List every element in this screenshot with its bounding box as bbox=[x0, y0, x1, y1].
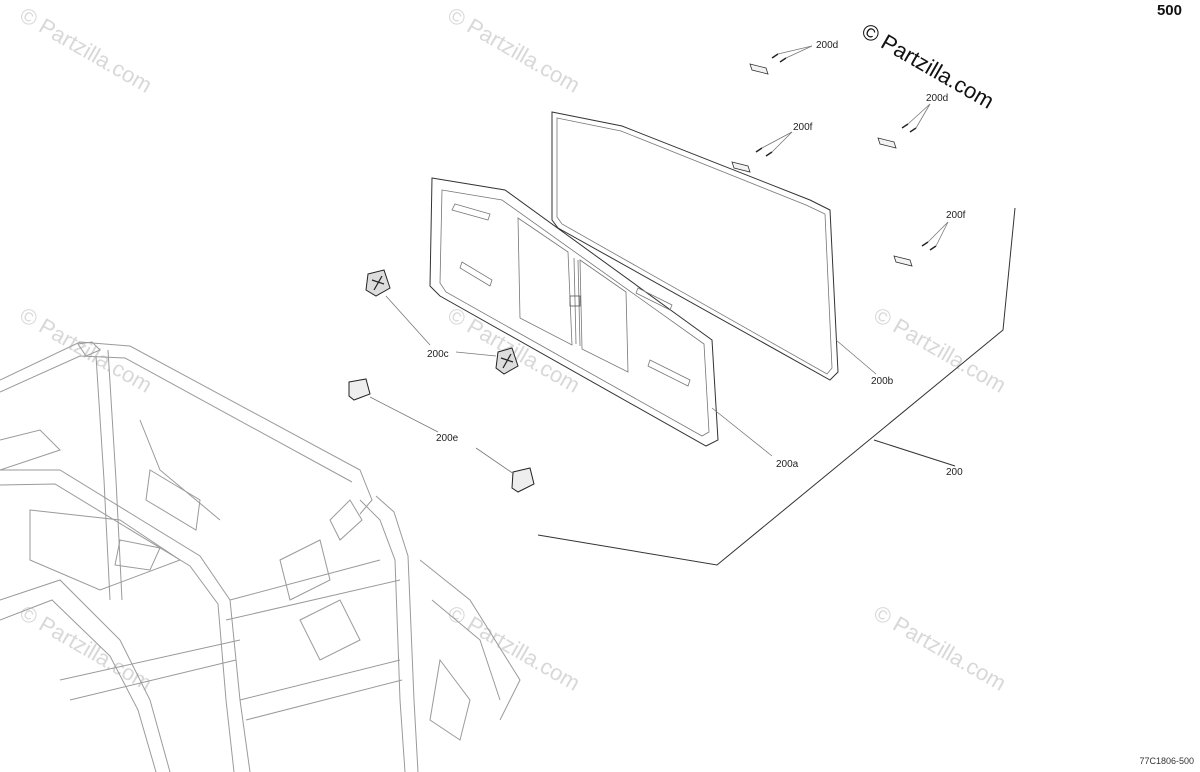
cap-part bbox=[348, 378, 535, 493]
clip-part bbox=[365, 269, 391, 297]
callout-label: 200d bbox=[926, 93, 948, 104]
rivet-part bbox=[755, 53, 937, 251]
callout-label: 200f bbox=[946, 210, 966, 221]
callout-label: 200c bbox=[427, 349, 449, 360]
callout-label: 200a bbox=[776, 459, 799, 470]
rear-panel-seal bbox=[551, 111, 839, 381]
document-id: 77C1806-500 bbox=[1139, 756, 1194, 766]
callout-label: 200b bbox=[871, 376, 894, 387]
callout-label: 200f bbox=[793, 122, 813, 133]
callout-label: 200d bbox=[816, 40, 838, 51]
vehicle-frame bbox=[0, 341, 521, 772]
rear-panel-frame bbox=[429, 177, 719, 447]
page-number: 500 bbox=[1156, 2, 1182, 19]
clip-part bbox=[495, 347, 519, 375]
decal-part bbox=[731, 63, 913, 267]
callout-label: 200e bbox=[436, 433, 459, 444]
assembly-bracket bbox=[537, 207, 1016, 566]
callout-label: 200 bbox=[946, 467, 963, 478]
